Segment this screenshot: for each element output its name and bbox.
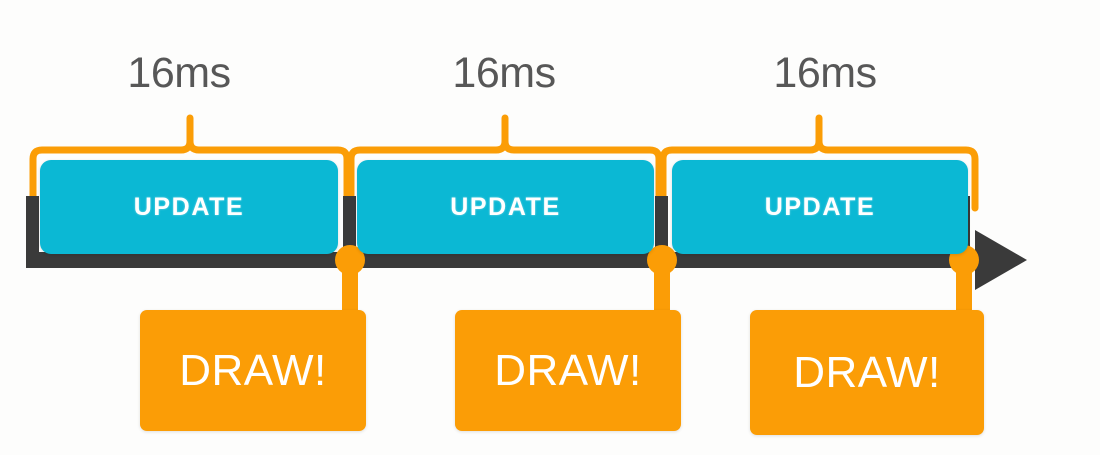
- update-box-label: UPDATE: [450, 192, 561, 221]
- curly-brace-icon-1: [29, 114, 351, 212]
- draw-box-label: DRAW!: [179, 345, 327, 395]
- event-dot-icon-2[interactable]: [647, 245, 677, 275]
- update-box-label: UPDATE: [764, 192, 876, 221]
- update-box-1[interactable]: UPDATE: [40, 160, 338, 254]
- update-box-label: UPDATE: [133, 192, 245, 221]
- timeline-tick-1: [26, 196, 39, 268]
- arrow-right-icon: [975, 230, 1027, 290]
- draw-box-2[interactable]: DRAW!: [455, 310, 681, 431]
- curly-brace-icon-2: [347, 114, 663, 212]
- duration-label-2: 16ms: [452, 49, 556, 97]
- update-box-2[interactable]: UPDATE: [357, 160, 654, 254]
- draw-box-3[interactable]: DRAW!: [750, 310, 984, 435]
- draw-box-1[interactable]: DRAW!: [140, 310, 366, 431]
- update-box-3[interactable]: UPDATE: [672, 160, 968, 254]
- curly-brace-icon-3: [659, 114, 979, 212]
- timeline-bar: [26, 252, 975, 268]
- draw-box-label: DRAW!: [494, 345, 642, 395]
- duration-label-3: 16ms: [773, 49, 877, 97]
- event-dot-icon-1[interactable]: [335, 245, 365, 275]
- duration-label-1: 16ms: [127, 49, 231, 97]
- draw-box-label: DRAW!: [793, 347, 941, 397]
